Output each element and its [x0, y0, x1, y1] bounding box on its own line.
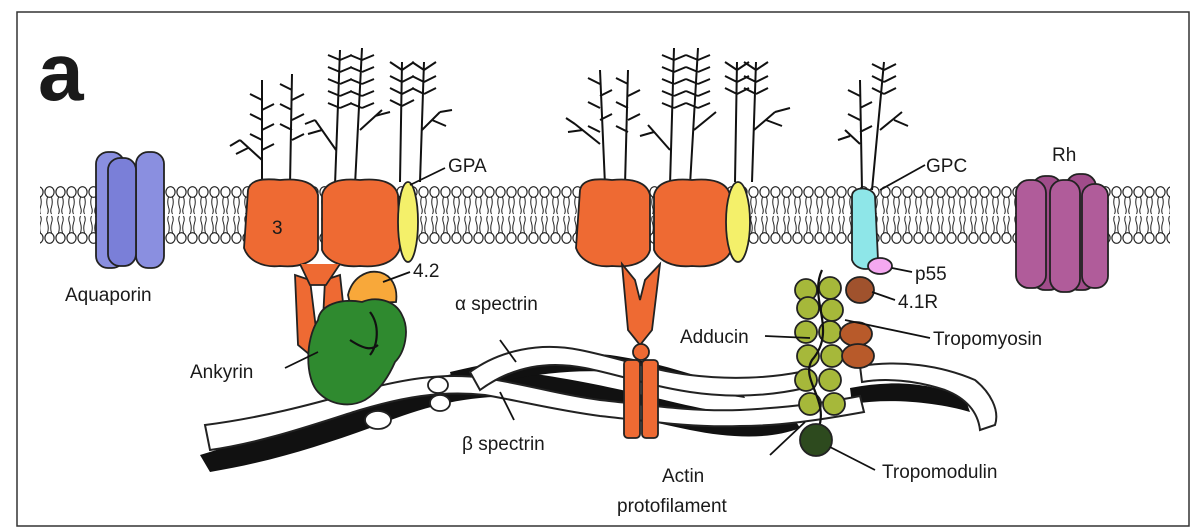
p55 [868, 258, 892, 274]
label-rh: Rh [1052, 145, 1076, 166]
gpc [852, 189, 878, 270]
spectrin-head-3 [430, 395, 450, 411]
glycophorin-a-middle [726, 182, 750, 262]
panel-letter: a [38, 27, 85, 118]
tropomodulin [800, 424, 832, 456]
label-protofilament: protofilament [617, 496, 728, 517]
label-p55: p55 [915, 264, 947, 285]
spectrin-head-1 [365, 411, 391, 429]
spectrin-head-2 [428, 377, 448, 393]
label-beta-spectrin: β spectrin [462, 434, 545, 455]
rh-complex [1016, 174, 1108, 292]
label-gpa: GPA [448, 156, 487, 177]
figure-frame [17, 12, 1189, 526]
label-aquaporin: Aquaporin [65, 285, 152, 306]
label-adducin: Adducin [680, 327, 749, 348]
label-band3: 3 [272, 218, 283, 239]
label-actin: Actin [662, 466, 704, 487]
label-4-1r: 4.1R [898, 292, 938, 313]
label-ankyrin: Ankyrin [190, 362, 253, 383]
label-alpha-spectrin: α spectrin [455, 294, 538, 315]
label-band42: 4.2 [413, 261, 439, 282]
label-tropomodulin: Tropomodulin [882, 462, 997, 483]
protein-4-1r [846, 277, 874, 303]
label-gpc: GPC [926, 156, 967, 177]
glycophorin-a-left [398, 182, 418, 262]
label-tropomyosin: Tropomyosin [933, 329, 1042, 350]
aquaporin [96, 152, 164, 268]
